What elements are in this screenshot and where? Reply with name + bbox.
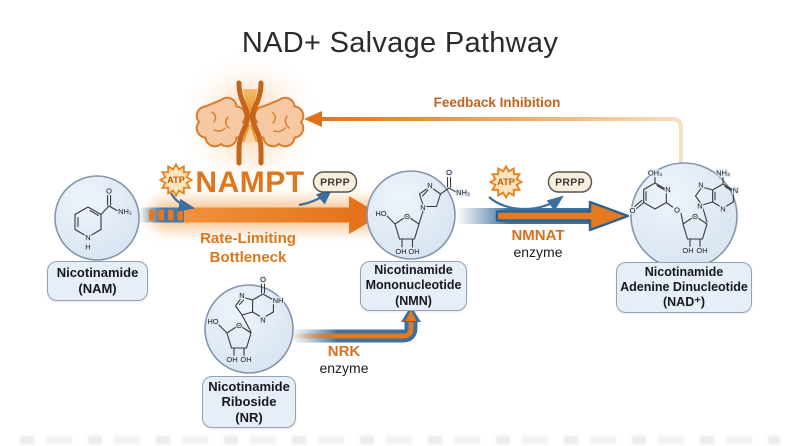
page-title: NAD+ Salvage Pathway [241, 27, 559, 59]
atom-label: O [236, 321, 242, 330]
nrk-arrow [293, 306, 421, 343]
label-line: (NR) [235, 409, 263, 425]
enzyme-name-nrk: NRK [327, 343, 361, 360]
atom-label: OH [395, 247, 406, 256]
atom-label: NH₂ [118, 207, 132, 216]
atom-label: OH₃ [648, 169, 662, 178]
label-line: Adenine Dinucleotide [620, 279, 748, 294]
atom-label: O [630, 206, 636, 215]
nam-node-circle [54, 175, 140, 261]
label-line: Nicotinamide [208, 378, 290, 394]
atom-label: O [404, 212, 410, 221]
bottleneck-left-lobe [195, 96, 247, 148]
atom-label: N [427, 181, 432, 190]
enzyme-name-nmnat: NMNAT [511, 227, 565, 244]
label-line: Mononucleotide [365, 278, 462, 293]
watermark-strip [20, 436, 780, 444]
bottleneck-tube-left [236, 80, 251, 166]
atom-label: N [720, 205, 725, 214]
prpp-pill-shape [547, 171, 593, 193]
prpp-label: PRPP [555, 177, 585, 189]
atom-label: HO [375, 209, 386, 218]
atom-label: OH [240, 355, 251, 364]
node-label-nmn: Nicotinamide Mononucleotide (NMN) [360, 261, 467, 311]
atom-label: OH [682, 246, 693, 255]
right-lobe-texture [271, 111, 290, 133]
label-line: Riboside [221, 394, 277, 410]
atom-label: N [697, 202, 702, 211]
feedback-inhibition-label: Feedback Inhibition [433, 95, 561, 110]
nam-structure: O NH₂ N H [74, 185, 133, 253]
atom-label: N [698, 181, 703, 190]
nmn-structure: HO O NH₂ N N O OH OH [374, 167, 471, 257]
enzyme-note-nmnat: enzyme [513, 244, 563, 260]
label-line: (NAM) [78, 281, 117, 296]
atom-label: O [674, 206, 680, 215]
atom-label: OH [696, 246, 707, 255]
label-line: Nicotinamide [374, 263, 453, 278]
atp-badge-nampt: ATP [158, 162, 194, 198]
atom-label: N [260, 316, 265, 325]
atp-starburst-icon [488, 164, 524, 200]
enzyme-name-nampt: NAMPT [195, 166, 305, 199]
rate-limiting-line-1: Rate-Limiting [200, 230, 296, 247]
rate-limiting-note: Rate-Limiting Bottleneck [168, 230, 328, 267]
bottleneck-glow [176, 48, 324, 196]
atp-label: ATP [167, 175, 185, 185]
enzyme-block-nrk: NRK enzyme [284, 344, 404, 376]
bottleneck-tube-right [249, 80, 264, 166]
atom-label: NH₂ [456, 188, 470, 197]
left-lobe-texture [211, 111, 230, 132]
nad-structure: OH₃ N O O O NH₂ N N N N OH OH [628, 167, 739, 256]
atp-starburst-icon [158, 162, 194, 198]
atp-consumption-curve-nampt [170, 192, 196, 212]
atom-label: NH [273, 296, 284, 305]
node-label-nr: Nicotinamide Riboside (NR) [202, 376, 296, 428]
enzyme-note-nrk: enzyme [319, 360, 369, 376]
atom-label: N [665, 185, 670, 194]
atom-label: O [446, 168, 452, 177]
atp-label: ATP [497, 177, 515, 187]
atom-label: O [692, 212, 698, 221]
bottleneck-outflow-lines [242, 125, 258, 142]
atp-badge-nmnat: ATP [488, 164, 524, 200]
atom-label: N [239, 291, 244, 300]
feedback-arrow [304, 111, 683, 166]
bottleneck-funnel [242, 89, 258, 117]
prpp-label: PRPP [320, 177, 350, 189]
node-label-nam: Nicotinamide (NAM) [47, 261, 148, 301]
atom-label: N [85, 233, 90, 242]
label-line: (NMN) [395, 293, 432, 308]
feedback-arrowhead [304, 111, 322, 127]
nmnat-arrow [456, 200, 630, 232]
prpp-pill-nmnat: PRPP [547, 171, 593, 193]
atom-label: OH [408, 247, 419, 256]
nampt-arrow [139, 196, 381, 234]
atom-label: O [106, 187, 112, 196]
prpp-pill-shape [312, 171, 358, 193]
rate-limiting-line-2: Bottleneck [209, 248, 287, 266]
enzyme-block-nmnat: NMNAT enzyme [478, 228, 598, 260]
node-label-nad: Nicotinamide Adenine Dinucleotide (NAD⁺) [616, 262, 752, 313]
label-line: (NAD⁺) [662, 295, 705, 310]
bottleneck-illustration [195, 80, 305, 166]
atp-to-prpp-curve-nmnat [488, 195, 564, 211]
bottleneck-outflow [244, 126, 256, 142]
nmn-node-circle [366, 170, 456, 260]
atom-label: OH [226, 355, 237, 364]
prpp-pill-nampt: PRPP [312, 171, 358, 193]
label-line: Nicotinamide [644, 264, 724, 279]
atom-label: H [85, 243, 90, 252]
atom-label: N [420, 203, 425, 212]
label-line: Nicotinamide [56, 265, 139, 280]
atom-label: N [733, 186, 738, 195]
nr-structure: HO O N NH N O OH OH [206, 274, 284, 365]
atom-label: NH₂ [716, 169, 730, 178]
bottleneck-right-lobe [253, 96, 305, 148]
atom-label: O [260, 275, 266, 284]
atom-label: HO [207, 317, 218, 326]
